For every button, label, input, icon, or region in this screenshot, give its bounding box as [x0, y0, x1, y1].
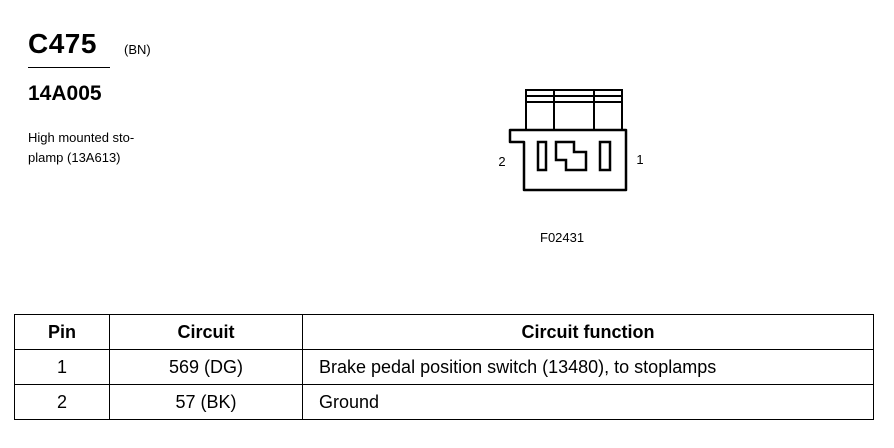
connector-body [508, 128, 628, 192]
pin-label-right: 1 [636, 152, 643, 167]
table-row: 2 57 (BK) Ground [14, 384, 874, 420]
connector-id: C475 [28, 28, 97, 59]
connector-description: High mounted sto- plamp (13A613) [28, 128, 134, 168]
pin-table: Pin Circuit Circuit function 1 569 (DG) … [14, 314, 874, 420]
cavity-center [554, 140, 588, 172]
connector-latch-tabs [525, 89, 623, 131]
pin-cavities [536, 140, 612, 172]
connector-color: (BN) [124, 42, 151, 57]
pin-label-left: 2 [498, 154, 505, 169]
connector-face-diagram: 2 1 [498, 89, 644, 192]
title-underline [28, 67, 110, 68]
description-line-2: plamp (13A613) [28, 150, 121, 165]
header-circuit: Circuit [109, 314, 303, 350]
part-number: 14A005 [28, 82, 102, 105]
figure-code: F02431 [540, 230, 585, 245]
table-header-row: Pin Circuit Circuit function [14, 314, 874, 350]
cell-function: Ground [302, 384, 874, 420]
cavity-left [536, 140, 548, 172]
header-pin: Pin [14, 314, 110, 350]
cell-function: Brake pedal position switch (13480), to … [302, 349, 874, 385]
cell-circuit: 569 (DG) [109, 349, 303, 385]
description-line-1: High mounted sto- [28, 130, 135, 145]
cavity-right [598, 140, 612, 172]
cell-circuit: 57 (BK) [109, 384, 303, 420]
cell-pin: 2 [14, 384, 110, 420]
header-circuit-function: Circuit function [302, 314, 874, 350]
table-row: 1 569 (DG) Brake pedal position switch (… [14, 349, 874, 385]
cell-pin: 1 [14, 349, 110, 385]
